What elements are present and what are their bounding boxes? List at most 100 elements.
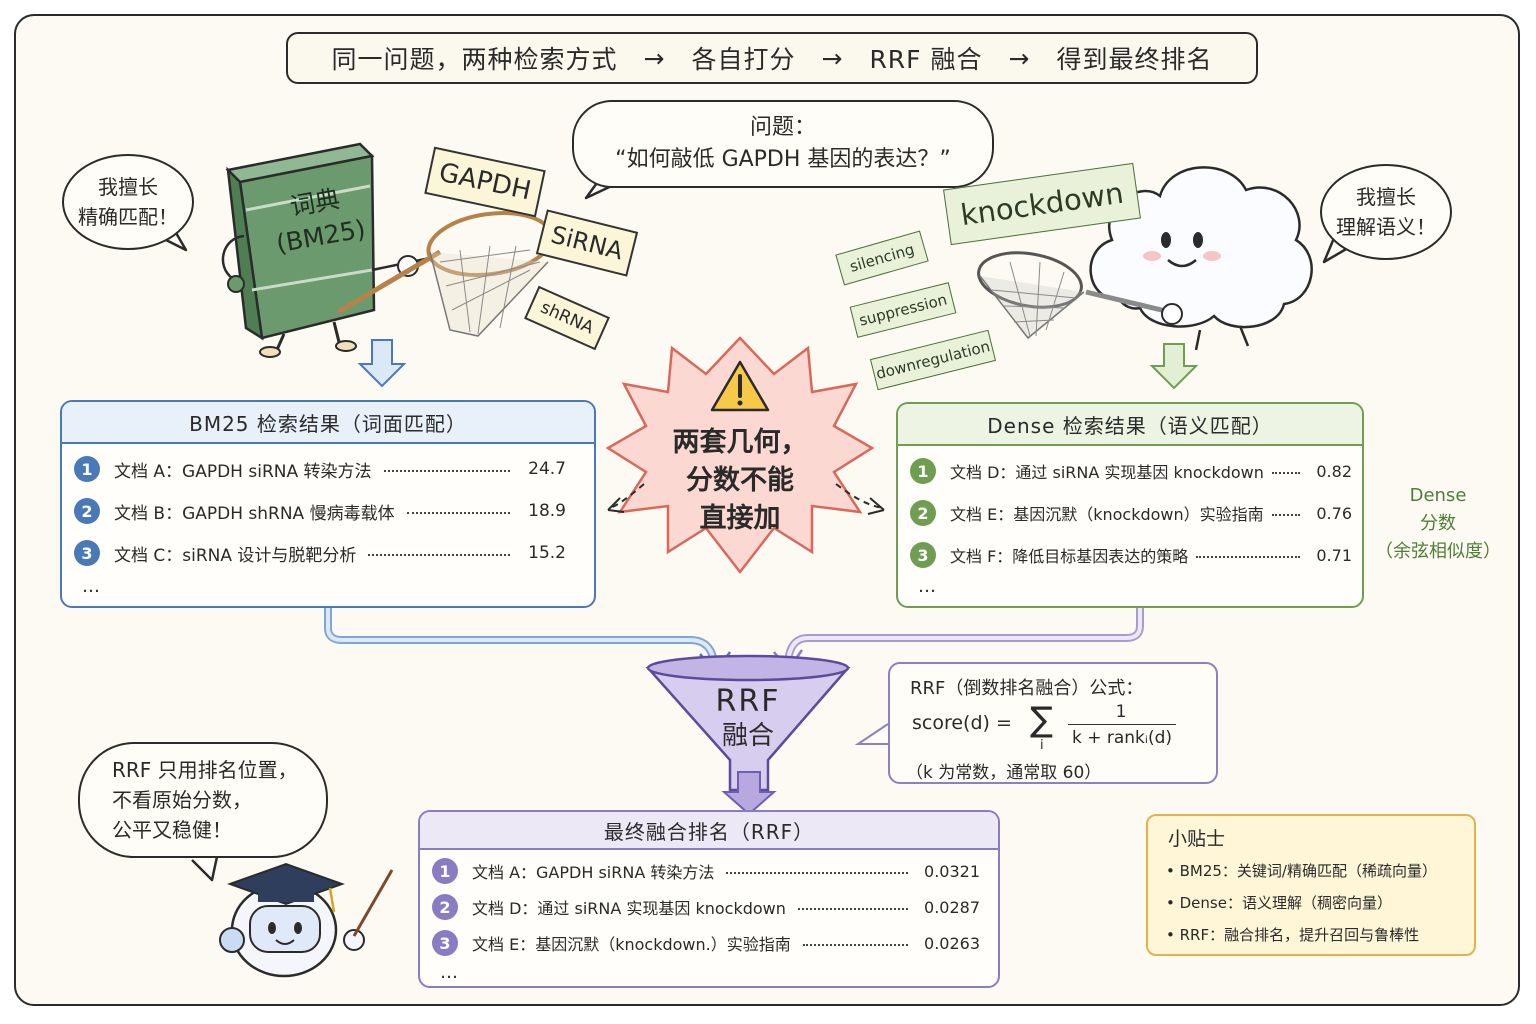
result-title: 文档 D：通过 siRNA 实现基因 knockdown xyxy=(472,899,786,918)
formula-denominator: k + rankᵢ(d) xyxy=(1071,728,1173,748)
leader-dots xyxy=(1196,556,1300,558)
tips-title: 小贴士 xyxy=(1168,828,1226,850)
rank-badge: 1 xyxy=(432,858,458,884)
leader-dots xyxy=(726,872,908,874)
leader-dots xyxy=(797,908,908,910)
bm25-speech-bubble: 我擅长 精确匹配！ xyxy=(62,154,194,250)
dense-score-note: Dense 分数 （余弦相似度） xyxy=(1372,482,1504,566)
formula-fraction-bar xyxy=(1068,724,1176,725)
leader-dots xyxy=(1271,472,1300,474)
robot-character-icon xyxy=(219,862,394,978)
result-score: 0.0263 xyxy=(924,933,980,953)
bm25-results-panel: BM25 检索结果（词面匹配） 1 文档 A：GAPDH siRNA 转染方法 … xyxy=(60,400,596,608)
bm25-speech-line-1: 我擅长 xyxy=(98,175,158,199)
leader-dots xyxy=(1271,514,1300,516)
result-score: 0.82 xyxy=(1316,461,1352,481)
dense-speech-line-1: 我擅长 xyxy=(1356,185,1416,209)
leader-dots xyxy=(802,944,908,946)
bm25-speech-line-2: 精确匹配！ xyxy=(78,205,178,229)
dense-results-title: Dense 检索结果（语义匹配） xyxy=(898,404,1362,446)
result-score: 15.2 xyxy=(528,543,566,563)
query-text: “如何敲低 GAPDH 基因的表达？” xyxy=(615,147,951,172)
header-step-3: RRF 融合 xyxy=(869,45,983,74)
formula-sigma: ∑ xyxy=(1030,700,1053,740)
dense-result-row: 1 文档 D：通过 siRNA 实现基因 knockdown 0.82 xyxy=(910,456,1352,486)
result-score: 0.0287 xyxy=(924,897,980,917)
formula-numerator: 1 xyxy=(1115,702,1127,722)
tips-item: • BM25：关键词/精确匹配（稀疏向量） xyxy=(1166,862,1437,880)
warning-burst xyxy=(605,336,875,575)
dense-result-row: 2 文档 E：基因沉默（knockdown）实验指南 0.76 xyxy=(910,498,1352,528)
book-character-icon xyxy=(221,142,431,358)
more-ellipsis: … xyxy=(82,576,100,597)
bm25-result-row: 1 文档 A：GAPDH siRNA 转染方法 24.7 xyxy=(74,454,566,484)
arrow-icon: → xyxy=(643,43,666,73)
result-title: 文档 F：降低目标基因表达的策略 xyxy=(950,547,1189,566)
result-score: 0.71 xyxy=(1316,545,1352,565)
result-score: 18.9 xyxy=(528,501,566,521)
header-step-2: 各自打分 xyxy=(691,45,796,74)
funnel-label-rrf: RRF xyxy=(715,684,781,719)
warning-text: 两套几何， 分数不能 直接加 xyxy=(660,424,820,538)
formula-title: RRF（倒数排名融合）公式： xyxy=(910,678,1144,699)
final-result-row: 2 文档 D：通过 siRNA 实现基因 knockdown 0.0287 xyxy=(432,892,980,922)
formula-note: （k 为常数，通常取 60） xyxy=(906,763,1102,783)
result-title: 文档 A：GAPDH siRNA 转染方法 xyxy=(114,461,372,482)
bm25-result-row: 2 文档 B：GAPDH shRNA 慢病毒载体 18.9 xyxy=(74,496,566,526)
header-step-1: 同一问题，两种检索方式 xyxy=(331,45,618,74)
rrf-formula-box: RRF（倒数排名融合）公式： score(d) = ∑ i 1 k + rank… xyxy=(888,662,1218,784)
rank-badge: 1 xyxy=(910,458,936,484)
final-ranking-title: 最终融合排名（RRF） xyxy=(420,812,998,850)
tips-box: 小贴士 • BM25：关键词/精确匹配（稀疏向量） • Dense：语义理解（稠… xyxy=(1146,814,1476,956)
dense-note-line-3: （余弦相似度） xyxy=(1375,541,1501,562)
rank-badge: 3 xyxy=(910,542,936,568)
final-result-row: 1 文档 A：GAPDH siRNA 转染方法 0.0321 xyxy=(432,856,980,886)
leader-dots xyxy=(383,470,510,472)
result-title: 文档 E：基因沉默（knockdown）实验指南 xyxy=(950,505,1264,524)
result-title: 文档 E：基因沉默（knockdown.）实验指南 xyxy=(472,935,791,954)
leader-dots xyxy=(368,554,510,556)
warning-line-1: 两套几何， xyxy=(672,427,808,458)
result-score: 0.76 xyxy=(1316,503,1352,523)
dense-result-row: 3 文档 F：降低目标基因表达的策略 0.71 xyxy=(910,540,1352,570)
robot-speech-bubble: RRF 只用排名位置， 不看原始分数， 公平又稳健！ xyxy=(78,742,328,858)
result-title: 文档 C：siRNA 设计与脱靶分析 xyxy=(114,545,357,566)
robot-speech-line-1: RRF 只用排名位置， xyxy=(112,758,298,782)
warning-line-3: 直接加 xyxy=(699,503,781,534)
rank-badge: 2 xyxy=(910,500,936,526)
formula-lhs: score(d) = xyxy=(912,712,1012,734)
dense-note-line-2: 分数 xyxy=(1420,513,1456,534)
result-title: 文档 A：GAPDH siRNA 转染方法 xyxy=(472,863,715,882)
arrow-icon: → xyxy=(1008,43,1031,73)
final-result-row: 3 文档 E：基因沉默（knockdown.）实验指南 0.0263 xyxy=(432,928,980,958)
tips-item: • RRF：融合排名，提升召回与鲁棒性 xyxy=(1166,926,1420,944)
rank-badge: 3 xyxy=(432,930,458,956)
result-title: 文档 B：GAPDH shRNA 慢病毒载体 xyxy=(114,503,395,524)
formula-index: i xyxy=(1040,738,1044,753)
dense-results-panel: Dense 检索结果（语义匹配） 1 文档 D：通过 siRNA 实现基因 kn… xyxy=(896,402,1364,608)
rank-badge: 2 xyxy=(432,894,458,920)
pointer-stick xyxy=(352,869,394,937)
query-label: 问题： xyxy=(749,115,816,140)
funnel-label-merge: 融合 xyxy=(721,721,774,751)
header-step-4: 得到最终排名 xyxy=(1056,45,1213,74)
robot-speech-line-2: 不看原始分数， xyxy=(112,788,252,812)
dense-speech-line-2: 理解语义！ xyxy=(1336,215,1436,239)
bm25-result-row: 3 文档 C：siRNA 设计与脱靶分析 15.2 xyxy=(74,538,566,568)
bm25-results-title: BM25 检索结果（词面匹配） xyxy=(62,402,594,444)
result-title: 文档 D：通过 siRNA 实现基因 knockdown xyxy=(950,463,1264,482)
query-bubble: 问题： “如何敲低 GAPDH 基因的表达？” xyxy=(572,100,994,188)
leader-dots xyxy=(406,512,510,514)
rrf-funnel-icon xyxy=(645,654,851,792)
result-score: 0.0321 xyxy=(924,861,980,881)
dense-speech-bubble: 我擅长 理解语义！ xyxy=(1320,164,1452,260)
dense-net-icon xyxy=(977,251,1183,340)
tips-item: • Dense：语义理解（稠密向量） xyxy=(1166,894,1392,912)
warning-line-2: 分数不能 xyxy=(686,465,794,496)
warning-icon xyxy=(710,360,770,412)
robot-speech-line-3: 公平又稳健！ xyxy=(112,818,232,842)
more-ellipsis: … xyxy=(440,962,458,983)
rank-badge: 1 xyxy=(74,456,100,482)
rank-badge: 3 xyxy=(74,540,100,566)
